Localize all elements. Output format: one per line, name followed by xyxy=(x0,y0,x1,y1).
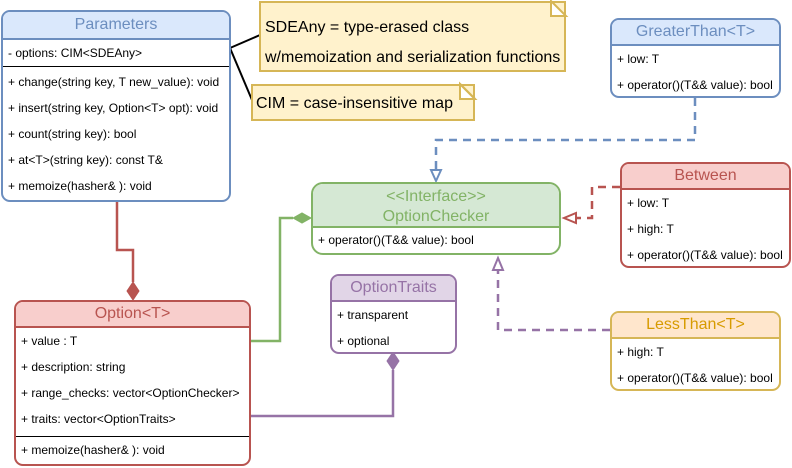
option-method: + memoize(hasher& ): void xyxy=(21,443,165,457)
option-field: + value : T xyxy=(21,334,78,348)
between-row: + high: T xyxy=(627,222,674,236)
parameters-class: Parameters - options: CIM<SDEAny> + chan… xyxy=(1,10,231,202)
lessthan-row: + high: T xyxy=(617,345,664,359)
option-checker-composition xyxy=(250,216,293,343)
greaterthan-row: + low: T xyxy=(617,52,660,66)
cim-note-link xyxy=(229,47,253,101)
greaterthan-title: GreaterThan<T> xyxy=(612,20,779,46)
optionchecker-header: <<Interface>> OptionChecker xyxy=(313,184,559,228)
optionchecker-interface: <<Interface>> OptionChecker + operator()… xyxy=(311,182,561,255)
between-class: Between + low: T + high: T + operator()(… xyxy=(620,162,791,268)
lessthan-realization xyxy=(496,269,610,332)
greaterthan-arrowhead xyxy=(429,169,443,184)
optiontraits-class: OptionTraits + transparent + optional xyxy=(330,274,457,354)
greaterthan-row: + operator()(T&& value): bool xyxy=(617,78,773,92)
optionchecker-stereotype: <<Interface>> xyxy=(386,188,486,205)
option-traits-composition xyxy=(250,370,395,418)
between-realization xyxy=(575,185,620,220)
divider xyxy=(16,436,249,437)
parameters-method: + at<T>(string key): const T& xyxy=(8,153,163,167)
optiontraits-row: + transparent xyxy=(337,308,409,322)
parameters-method: + count(string key): bool xyxy=(8,127,137,141)
composition-diamond-checker xyxy=(291,212,313,224)
composition-diamond-traits xyxy=(386,351,400,371)
greaterthan-class: GreaterThan<T> + low: T + operator()(T&&… xyxy=(610,18,781,98)
parameters-title: Parameters xyxy=(3,12,229,40)
parameters-method: + change(string key, T new_value): void xyxy=(8,75,220,89)
sdeany-note-line2: w/memoization and serialization function… xyxy=(265,49,561,66)
parameters-option-composition xyxy=(115,202,135,282)
between-row: + operator()(T&& value): bool xyxy=(627,248,783,262)
optionchecker-row: + operator()(T&& value): bool xyxy=(318,233,474,247)
between-arrowhead xyxy=(561,211,577,225)
optiontraits-title: OptionTraits xyxy=(332,276,455,302)
lessthan-arrowhead xyxy=(491,255,505,271)
option-field: + range_checks: vector<OptionChecker> xyxy=(21,386,240,400)
parameters-method: + insert(string key, Option<T> opt): voi… xyxy=(8,101,219,115)
sdeany-note-link xyxy=(229,34,261,49)
divider xyxy=(3,66,229,67)
option-field: + traits: vector<OptionTraits> xyxy=(21,412,176,426)
optionchecker-title: OptionChecker xyxy=(382,208,490,225)
parameters-method: + memoize(hasher& ): void xyxy=(8,179,152,193)
sdeany-note: SDEAny = type-erased class w/memoization… xyxy=(259,1,566,72)
lessthan-row: + operator()(T&& value): bool xyxy=(617,371,773,385)
sdeany-note-line1: SDEAny = type-erased class xyxy=(265,19,470,36)
between-row: + low: T xyxy=(627,196,670,210)
cim-note: CIM = case-insensitive map xyxy=(251,84,475,121)
parameters-field: - options: CIM<SDEAny> xyxy=(8,46,143,60)
optiontraits-row: + optional xyxy=(337,334,390,348)
lessthan-class: LessThan<T> + high: T + operator()(T&& v… xyxy=(610,311,781,391)
composition-diamond-option xyxy=(126,281,140,301)
lessthan-title: LessThan<T> xyxy=(612,313,779,339)
option-class: Option<T> + value : T + description: str… xyxy=(14,300,251,466)
option-title: Option<T> xyxy=(16,302,249,328)
option-field: + description: string xyxy=(21,360,126,374)
between-title: Between xyxy=(622,164,789,190)
